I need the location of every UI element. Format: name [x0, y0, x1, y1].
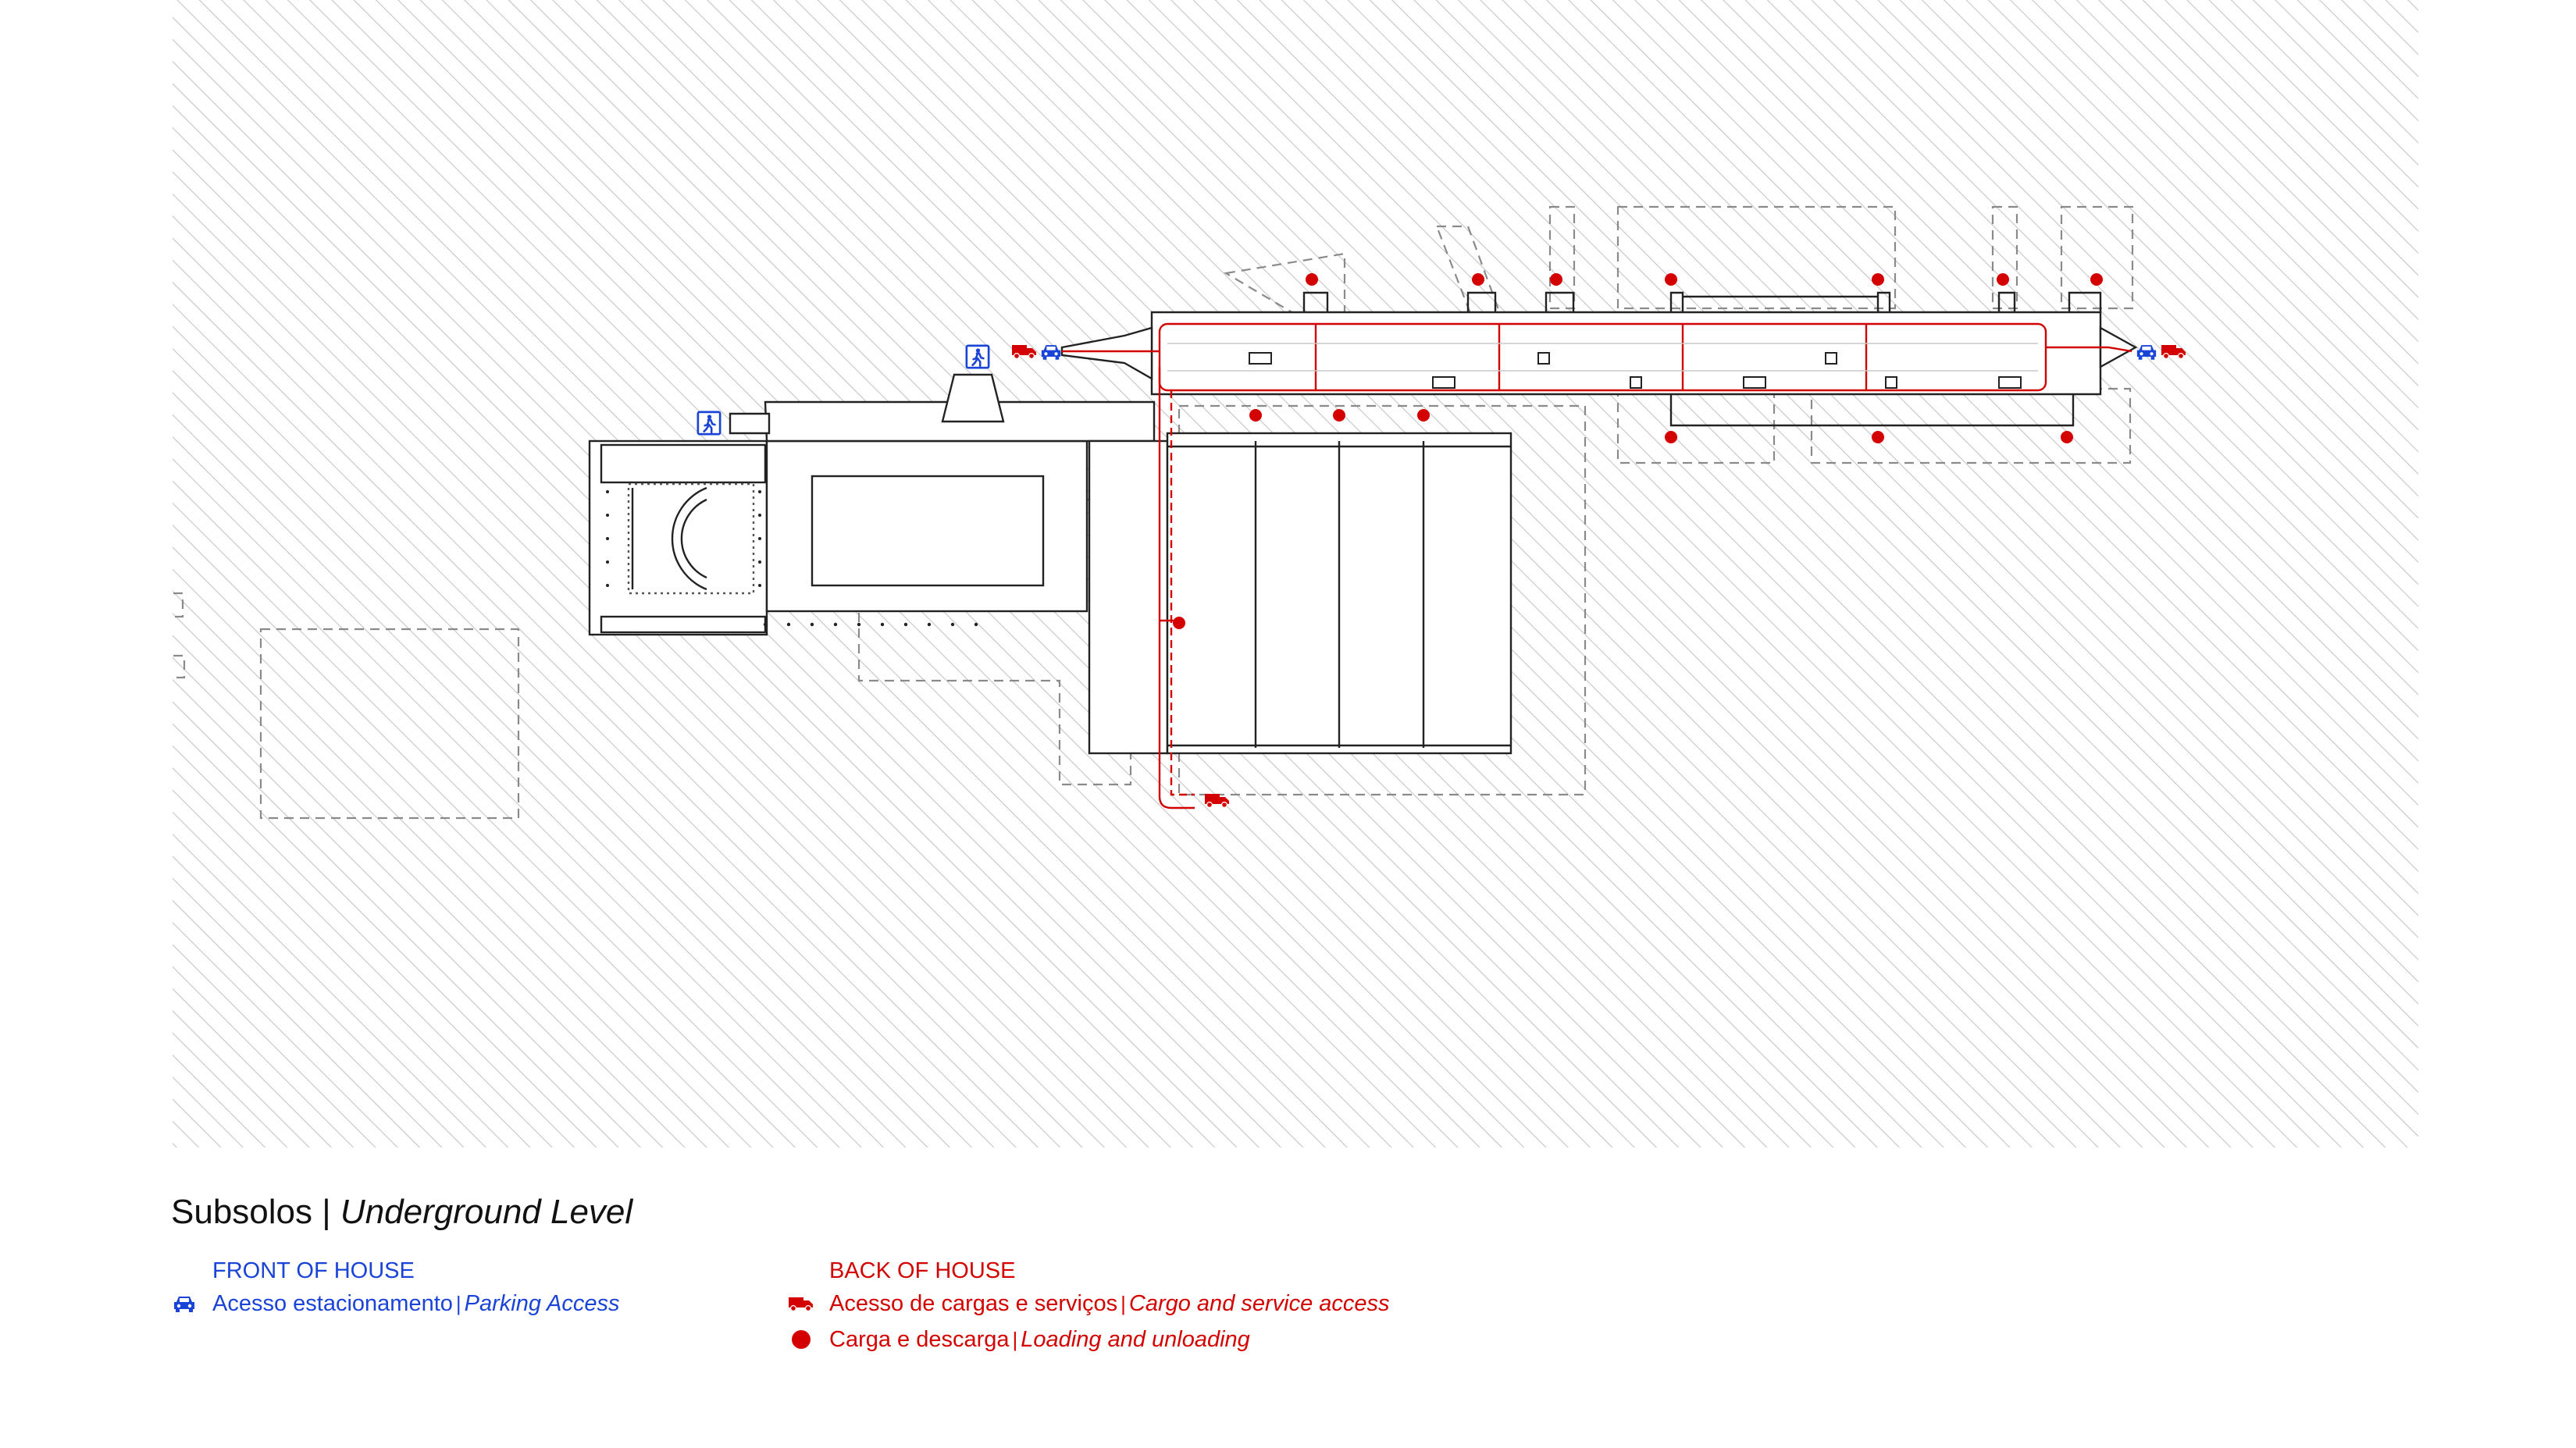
column-grid: [606, 490, 978, 627]
loading-dot-icon: [1417, 409, 1430, 422]
legend-item-loading-pt: Carga e descarga: [829, 1326, 1010, 1352]
legend-item-cargo-en: Cargo and service access: [1128, 1290, 1390, 1316]
structure-walls: [588, 291, 2138, 755]
loading-dot-icon: [1550, 273, 1562, 286]
service-route: [1062, 322, 2132, 809]
title-pt: Subsolos: [171, 1193, 313, 1231]
loading-dot-icon: [1997, 273, 2009, 286]
title-en: Underground Level: [340, 1193, 633, 1231]
loading-dot-icon: [1249, 409, 1262, 422]
legend-item-cargo-separator: |: [1121, 1291, 1126, 1315]
loading-dot-icon: [1665, 431, 1677, 443]
loading-dot-icon: [1665, 273, 1677, 286]
front-of-house-heading: FRONT OF HOUSE: [212, 1258, 415, 1283]
truck-icon: [787, 1290, 815, 1318]
legend-item-parking-separator: |: [455, 1291, 461, 1315]
pedestrian-icon: [965, 344, 990, 369]
back-of-house-heading: BACK OF HOUSE: [829, 1258, 1016, 1283]
legend-item-loading-separator: |: [1012, 1327, 1018, 1351]
legend-item-parking-pt: Acesso estacionamento: [212, 1290, 453, 1316]
loading-dot-icon: [2090, 273, 2103, 286]
loading-dot-icon: [2061, 431, 2073, 443]
pedestrian-icon: [697, 411, 721, 436]
loading-dot-icon: [1472, 273, 1484, 286]
underground-floor-plan: [173, 0, 2418, 1147]
loading-dot-icon: [1306, 273, 1318, 286]
loading-dot-icon: [1872, 273, 1884, 286]
car-icon: [170, 1290, 198, 1318]
legend-item-parking-en: Parking Access: [464, 1290, 620, 1316]
auditorium: [627, 482, 755, 595]
equipment-boxes: [1249, 352, 2022, 389]
loading-dot-icon: [1333, 409, 1345, 422]
legend-item-cargo: Acesso de cargas e serviços | Cargo and …: [787, 1290, 1390, 1318]
legend-item-cargo-pt: Acesso de cargas e serviços: [829, 1290, 1118, 1316]
legend-item-loading-en: Loading and unloading: [1021, 1326, 1250, 1352]
dot-icon: [787, 1325, 815, 1354]
legend-item-loading: Carga e descarga | Loading and unloading: [787, 1325, 1250, 1354]
loading-dot-icon: [1872, 431, 1884, 443]
loading-points: [1173, 273, 2103, 629]
title-separator: |: [322, 1193, 331, 1231]
loading-dot-icon: [1173, 617, 1185, 629]
plan-title: Subsolos | Underground Level: [171, 1193, 632, 1232]
legend-item-parking: Acesso estacionamento | Parking Access: [170, 1290, 619, 1318]
service-lane-hatch: [1167, 343, 2038, 372]
